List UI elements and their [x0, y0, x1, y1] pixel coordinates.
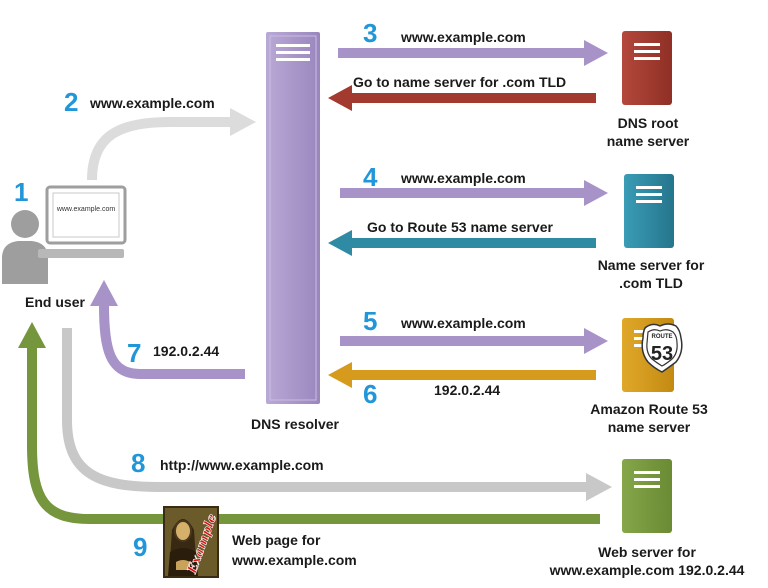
step-number-7: 7 [127, 338, 141, 368]
resolver-label: DNS resolver [251, 416, 339, 432]
step-number-8: 8 [131, 448, 145, 478]
end-user-label: End user [25, 294, 85, 310]
root-reply-label: Go to name server for .com TLD [353, 74, 566, 90]
step-number-1: 1 [14, 177, 28, 207]
web-server [622, 459, 672, 533]
webserver-label-line1: Web server for [598, 544, 696, 560]
route53-label-line1: Amazon Route 53 [590, 401, 708, 417]
step6-label: 192.0.2.44 [434, 382, 500, 398]
arrow-webserver-to-user-head [18, 322, 46, 348]
arrow-reply-root-head [328, 85, 352, 111]
arrow-query-root-head [584, 40, 608, 66]
screen-url: www.example.com [56, 206, 116, 213]
arrow-user-to-webserver [62, 328, 588, 492]
step-number-2: 2 [64, 87, 78, 117]
route53-label-line2: name server [608, 419, 691, 435]
step8-label: http://www.example.com [160, 457, 324, 473]
arrow-query-root [338, 48, 586, 58]
tld-label-line1: Name server for [598, 257, 705, 273]
tld-reply-label: Go to Route 53 name server [367, 219, 554, 235]
computer-icon: www.example.com [38, 185, 127, 258]
dns-resolver-server [266, 32, 320, 404]
arrow-reply-root [350, 93, 596, 103]
arrow-reply-tld-head [328, 230, 352, 256]
arrow-reply-route53-head [328, 362, 352, 388]
web-page-thumbnail-icon: Example [163, 506, 221, 578]
tld-name-server [624, 174, 674, 248]
arrow-query-tld [340, 188, 586, 198]
route53-shield-icon: ROUTE 53 [641, 323, 683, 373]
step-number-3: 3 [363, 18, 377, 48]
step7-label: 192.0.2.44 [153, 343, 219, 359]
route53-badge-number: 53 [651, 343, 673, 365]
root-label-line2: name server [607, 133, 690, 149]
arrow-reply-tld [350, 238, 596, 248]
step4-label: www.example.com [400, 170, 526, 186]
arrow-user-to-resolver [87, 117, 232, 181]
step-number-6: 6 [363, 379, 377, 409]
tld-label-line2: .com TLD [619, 275, 683, 291]
arrow-webserver-to-user [27, 345, 600, 524]
step3-label: www.example.com [400, 29, 526, 45]
route53-badge-top: ROUTE [652, 334, 673, 340]
web-page-label-line1: Web page for [232, 532, 321, 548]
arrow-resolver-to-user-head [90, 280, 118, 306]
arrow-reply-route53 [350, 370, 596, 380]
end-user-icon [2, 210, 48, 284]
arrow-query-route53 [340, 336, 586, 346]
step-number-5: 5 [363, 306, 377, 336]
arrow-user-to-resolver-head [230, 108, 256, 136]
webserver-label-line2: www.example.com 192.0.2.44 [549, 562, 745, 578]
dns-root-server [622, 31, 672, 105]
arrow-query-route53-head [584, 328, 608, 354]
arrow-resolver-to-user [99, 304, 245, 379]
step-number-9: 9 [133, 532, 147, 562]
arrow-user-to-webserver-head [586, 473, 612, 501]
arrow-query-tld-head [584, 180, 608, 206]
web-page-label-line2: www.example.com [231, 552, 357, 568]
step-number-4: 4 [363, 162, 378, 192]
step5-label: www.example.com [400, 315, 526, 331]
root-label-line1: DNS root [618, 115, 679, 131]
step2-label: www.example.com [89, 95, 215, 111]
